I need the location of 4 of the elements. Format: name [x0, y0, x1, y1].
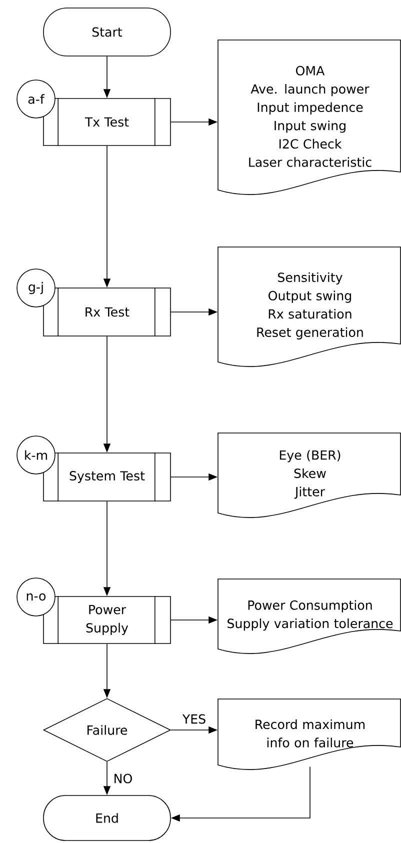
edge-label: YES: [181, 713, 208, 725]
process-box: Rx Test: [43, 287, 171, 337]
process-box: Tx Test: [43, 98, 171, 146]
edge-label: NO: [112, 772, 134, 784]
